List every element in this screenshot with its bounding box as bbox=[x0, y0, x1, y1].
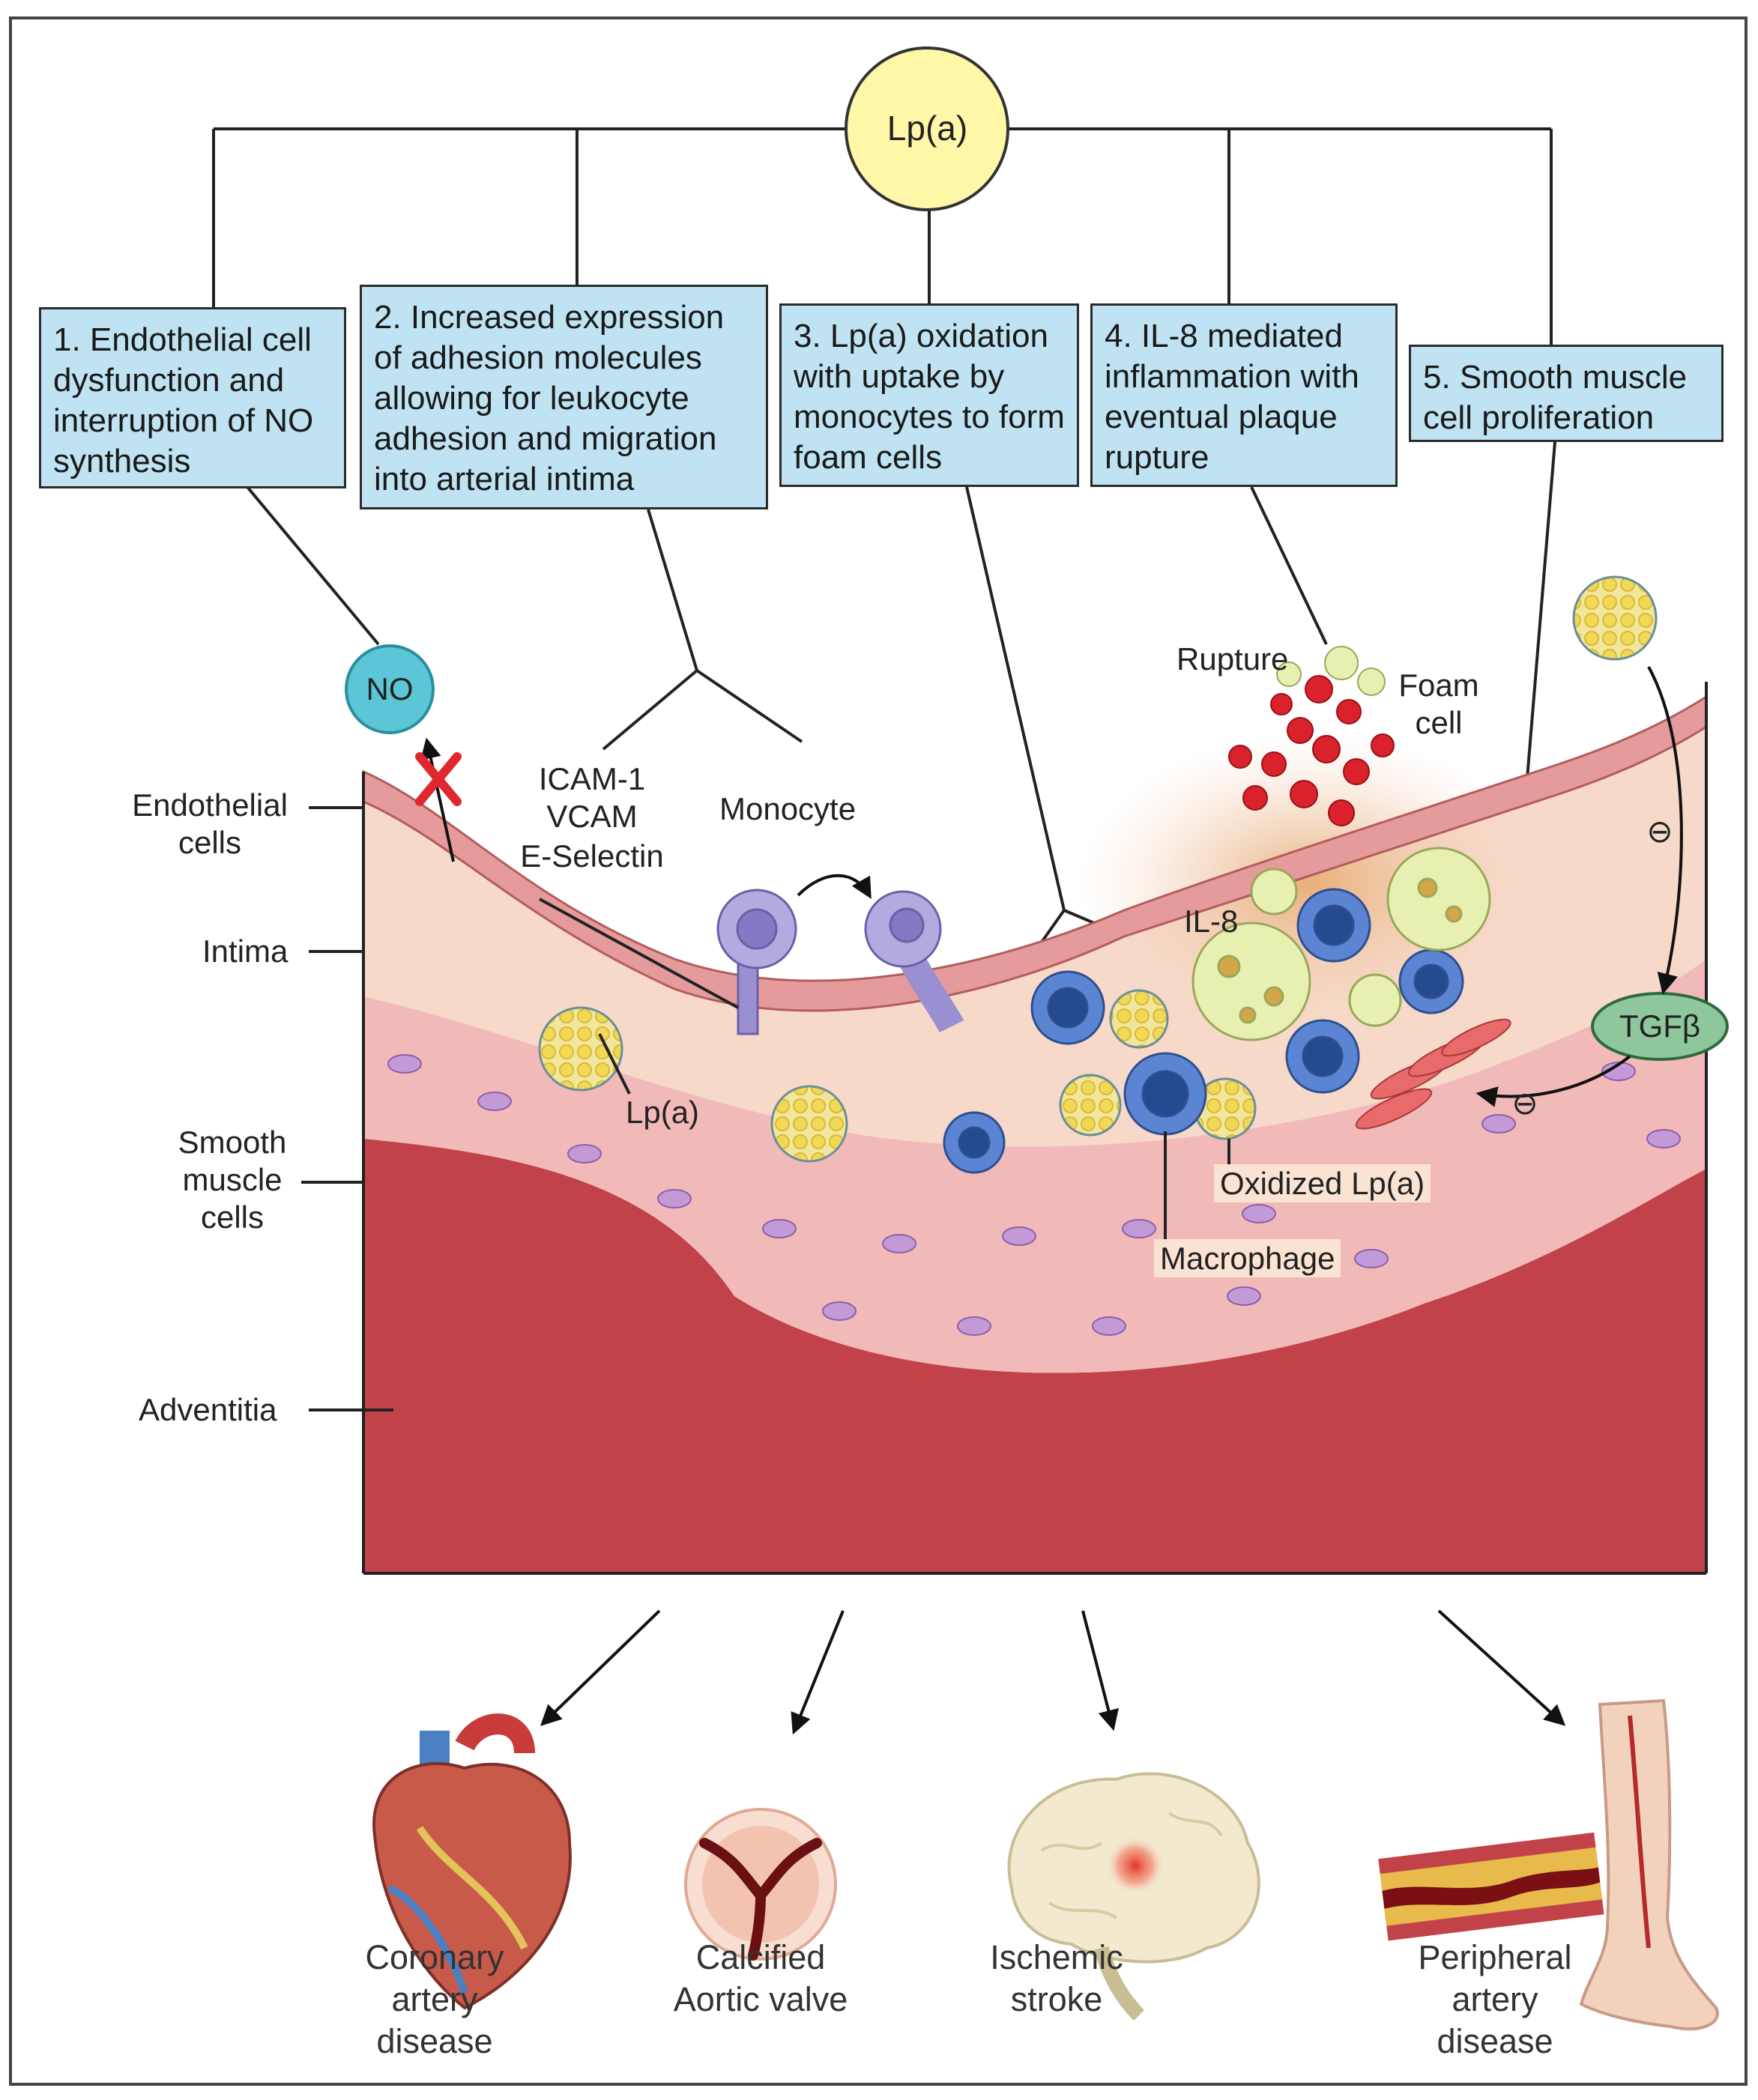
mechanism-box-4: 4. IL-8 mediated inflammation with event… bbox=[1090, 303, 1398, 487]
disease-label-stroke: Ischemic stroke bbox=[990, 1938, 1123, 2018]
layer-label-smooth-muscle: Smooth muscle cells bbox=[178, 1125, 287, 1235]
tgf-input-arrow bbox=[1647, 666, 1683, 995]
vessel-wall bbox=[362, 682, 1708, 1575]
lpa-node-circle bbox=[845, 46, 1009, 211]
adhesion-label-eselectin: E-Selectin bbox=[520, 838, 664, 874]
heart-icon bbox=[372, 1713, 572, 2010]
layer-label-endothelial: Endothelial cells bbox=[132, 787, 288, 860]
adhesion-label-vcam: VCAM bbox=[546, 799, 638, 834]
rupture-label: Rupture bbox=[1176, 641, 1289, 677]
oxidized-lpa-label: Oxidized Lp(a) bbox=[1214, 1164, 1431, 1202]
il8-label: IL-8 bbox=[1184, 904, 1239, 939]
macrophage-cells bbox=[943, 888, 1464, 1174]
adhesion-label-icam: ICAM-1 bbox=[538, 761, 646, 796]
mechanism-box-1: 1. Endothelial cell dysfunction and inte… bbox=[39, 307, 346, 488]
no-node-circle bbox=[345, 644, 435, 734]
tgf-output-arrow bbox=[1475, 1055, 1631, 1107]
foam-cells bbox=[1191, 847, 1491, 1041]
no-label: NO bbox=[366, 671, 414, 706]
mechanism-box-5: 5. Smooth muscle cell proliferation bbox=[1409, 345, 1724, 442]
lpa-particles bbox=[538, 575, 1658, 1163]
blocked-x-icon bbox=[415, 752, 462, 806]
outcome-arrows bbox=[540, 1609, 1566, 1735]
lpa-node-label: Lp(a) bbox=[886, 109, 968, 148]
monocyte-cells bbox=[716, 889, 964, 1035]
label-leaders bbox=[539, 898, 1230, 1244]
proliferating-smc bbox=[1355, 1018, 1511, 1130]
minus-sign-bottom: ⊖ bbox=[1511, 1086, 1538, 1121]
oxidized-lpa-text: Oxidized Lp(a) bbox=[1214, 1164, 1431, 1202]
disease-label-peripheral: Peripheral artery disease bbox=[1418, 1938, 1572, 2060]
disease-label-aortic: Calcified Aortic valve bbox=[673, 1938, 848, 2018]
foam-cell-label: Foam cell bbox=[1398, 668, 1479, 740]
macrophage-text: Macrophage bbox=[1154, 1239, 1341, 1277]
mechanism-box-3: 3. Lp(a) oxidation with uptake by monocy… bbox=[779, 303, 1079, 487]
mechanism-box-2: 2. Increased expression of adhesion mole… bbox=[360, 285, 768, 509]
layer-label-adventitia: Adventitia bbox=[139, 1392, 277, 1427]
brain-icon bbox=[1007, 1772, 1260, 2021]
rupture-cluster bbox=[1228, 675, 1395, 826]
layer-ticks bbox=[301, 806, 393, 1411]
lpa-particle-label: Lp(a) bbox=[626, 1095, 700, 1130]
monocyte-label: Monocyte bbox=[719, 791, 857, 826]
no-arrow bbox=[420, 737, 455, 862]
figure-frame bbox=[9, 16, 1748, 2086]
aortic-valve-icon bbox=[684, 1808, 837, 1961]
rupture-plaque-bits bbox=[1276, 646, 1386, 696]
tgf-label: TGFβ bbox=[1619, 1008, 1701, 1044]
artery-tube-icon bbox=[1378, 1832, 1604, 1941]
macrophage-label: Macrophage bbox=[1154, 1239, 1341, 1277]
disease-label-coronary: Coronary artery disease bbox=[365, 1938, 504, 2060]
monocyte-migration-arrow bbox=[797, 874, 872, 899]
leg-icon bbox=[1579, 1698, 1719, 2031]
minus-sign-top: ⊖ bbox=[1646, 814, 1673, 849]
layer-label-intima: Intima bbox=[202, 933, 289, 969]
